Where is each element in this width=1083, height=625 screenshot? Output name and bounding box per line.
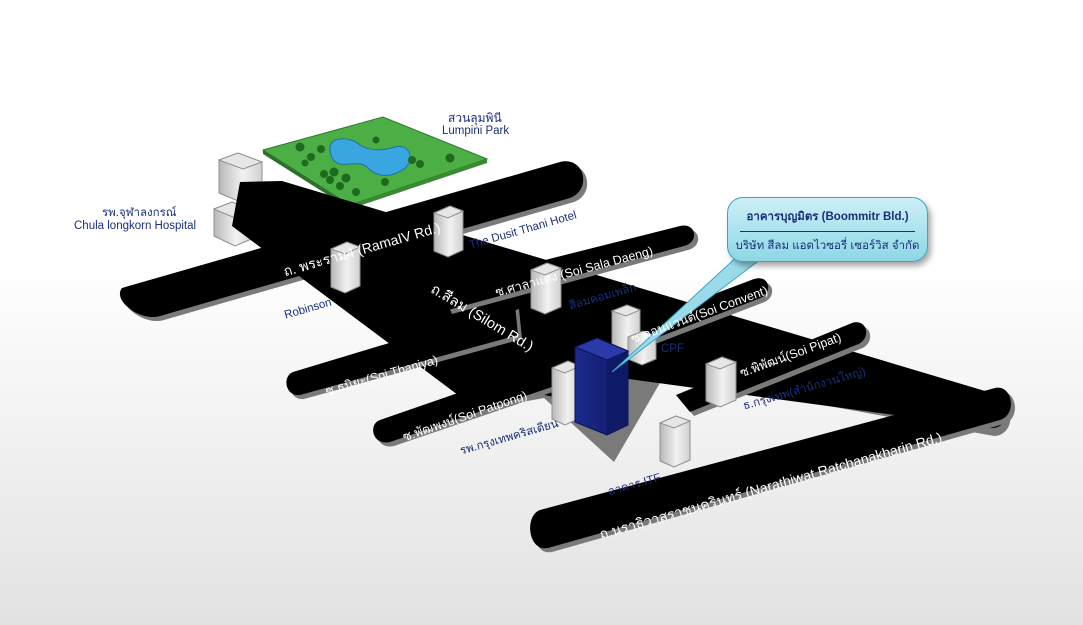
building-robinson[interactable] (329, 241, 362, 294)
building-bangkok-bank[interactable] (704, 356, 738, 408)
label-cpf: CPF (661, 343, 684, 355)
park-name-en: Lumpini Park (442, 125, 510, 137)
park-name-th: สวนลุมพินี (448, 111, 502, 125)
callout-divider (740, 231, 915, 232)
boommitr-callout[interactable]: อาคารบุญมิตร (Boommitr Bld.) บริษัท สีลม… (727, 197, 928, 262)
building-itf[interactable] (658, 415, 692, 468)
landmark-buildings (329, 205, 738, 468)
hospital-name-en: Chula longkorn Hospital (74, 220, 197, 232)
road-patpong[interactable] (373, 348, 600, 447)
callout-subtitle: บริษัท สีลม แอดไวซอรี่ เซอร์วิส จำกัด (735, 240, 920, 252)
road-thaniya[interactable] (286, 305, 522, 400)
hospital-name-th: รพ.จุฬาลงกรณ์ (102, 207, 177, 219)
road-sala-daeng[interactable] (438, 225, 699, 314)
building-dusit[interactable] (432, 205, 465, 258)
road-narathiwat[interactable] (530, 387, 1015, 553)
building-bangkok-christian-hospital[interactable] (550, 360, 582, 426)
building-silom-complex[interactable] (529, 262, 563, 315)
lumpini-park[interactable] (261, 116, 489, 209)
building-boommitr[interactable] (573, 337, 630, 436)
callout-title: อาคารบุญมิตร (Boommitr Bld.) (746, 211, 909, 223)
